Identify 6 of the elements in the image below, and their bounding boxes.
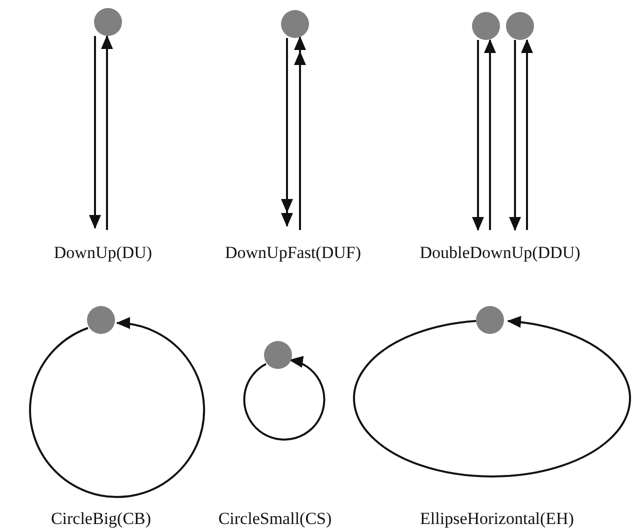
pattern-label: CircleBig(CB): [50, 509, 152, 529]
pattern-label: DownUpFast(DUF): [225, 243, 361, 263]
pattern-label: DownUp(DU): [54, 243, 152, 263]
pattern-label: DoubleDownUp(DDU): [420, 243, 580, 263]
pattern-label: EllipseHorizontal(EH): [420, 509, 574, 529]
pattern-label: CircleSmall(CS): [218, 509, 332, 529]
